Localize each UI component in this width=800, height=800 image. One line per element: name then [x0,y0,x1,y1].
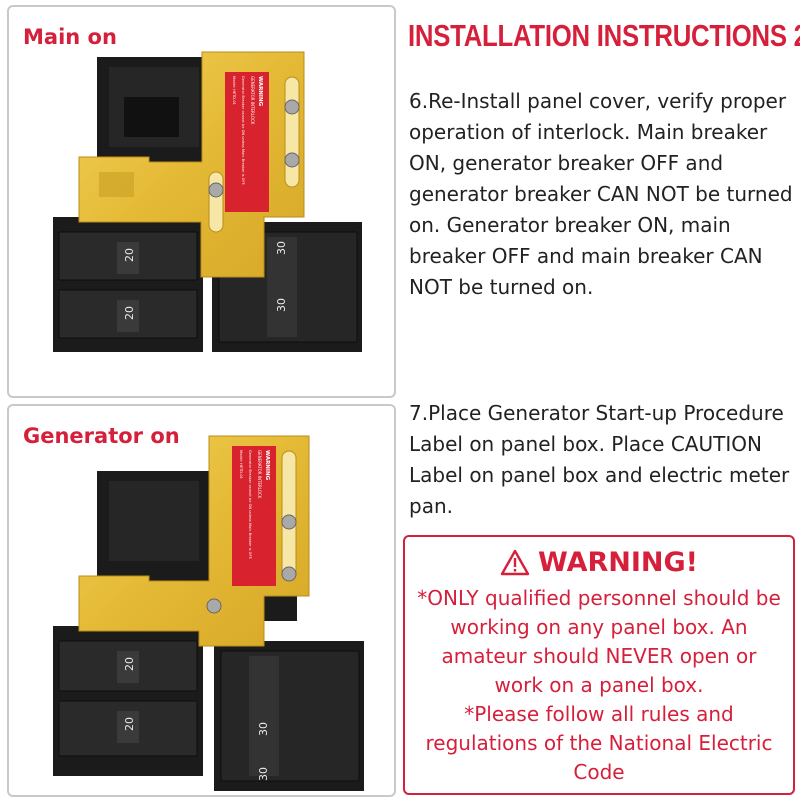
main-on-panel: 20 20 30 30 WARNING GENERATOR INTERLOCK … [7,5,396,398]
screw-icon [281,566,297,582]
screw-icon [284,152,300,168]
warning-label: WARNING GENERATOR INTERLOCK Generator Br… [225,72,269,212]
page-title: INSTALLATION INSTRUCTIONS 2 [408,18,800,53]
label-text: Generator Breaker cannot be ON unless Ma… [241,76,245,185]
label-model: Model: HETD-01 [239,450,243,479]
warning-box: WARNING! *ONLY qualified personnel shoul… [403,535,795,795]
breaker-rating-20-top: 20 [123,657,136,671]
screw-icon [281,514,297,530]
label-warning: WARNING [264,450,270,481]
step-6-text: 6.Re-Install panel cover, verify proper … [409,89,793,299]
label-subtitle: GENERATOR INTERLOCK [257,450,262,499]
screw-icon [208,182,224,198]
label-warning: WARNING [257,76,263,107]
warning-text-1: *ONLY qualified personnel should be work… [417,586,781,697]
screw-icon [284,99,300,115]
generator-on-panel: 20 20 30 30 WARNING GENERATOR INTERLOCK … [7,404,396,797]
breaker-rating-30-bottom: 30 [257,767,270,781]
warning-title: WARNING! [538,547,698,578]
warning-label: WARNING GENERATOR INTERLOCK Generator Br… [232,446,276,586]
step-7-text: 7.Place Generator Start-up Procedure Lab… [409,401,790,518]
breaker-rating-30-top: 30 [275,241,288,255]
label-model: Model: HETD-01 [232,76,236,105]
main-on-illustration: 20 20 30 30 WARNING GENERATOR INTERLOCK … [53,51,362,352]
generator-on-illustration: 20 20 30 30 WARNING GENERATOR INTERLOCK … [53,435,364,791]
warning-text-2: *Please follow all rules and regulations… [425,702,773,784]
generator-on-label: Generator on [23,424,180,448]
breaker-rating-20-bottom: 20 [123,306,136,320]
screw-icon [206,598,222,614]
main-on-label: Main on [23,25,117,49]
warning-heading: WARNING! [405,547,793,578]
label-subtitle: GENERATOR INTERLOCK [250,76,255,125]
breaker-rating-20-bottom: 20 [123,717,136,731]
label-text: Generator Breaker cannot be ON unless Ma… [248,450,252,559]
breaker-rating-30-bottom: 30 [275,298,288,312]
breaker-rating-30-top: 30 [257,722,270,736]
breaker-rating-20-top: 20 [123,248,136,262]
warning-triangle-icon [500,549,530,576]
